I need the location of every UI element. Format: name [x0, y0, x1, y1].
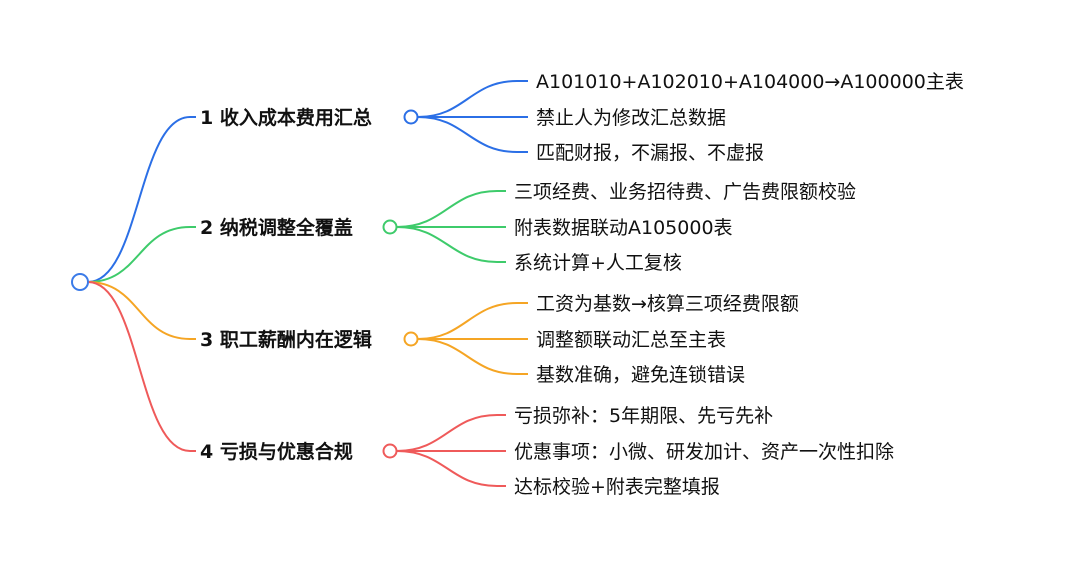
branch-node-4[interactable]	[382, 443, 398, 459]
branch-label-3[interactable]: 3 职工薪酬内在逻辑	[200, 328, 372, 351]
branch-node-3[interactable]	[403, 331, 419, 347]
branch-label-1[interactable]: 1 收入成本费用汇总	[200, 106, 372, 129]
root-connector-3	[87, 281, 196, 340]
branch-2-connector-3	[396, 226, 506, 263]
leaf-1-3[interactable]: 匹配财报，不漏报、不虚报	[536, 142, 764, 164]
branch-node-1[interactable]	[403, 109, 419, 125]
branch-2-connector-1	[396, 190, 506, 228]
branch-1-connector-3	[417, 116, 528, 153]
root-connector-2	[87, 226, 196, 283]
leaf-1-2[interactable]: 禁止人为修改汇总数据	[536, 107, 726, 129]
branch-node-2[interactable]	[382, 219, 398, 235]
branch-4-connector-3	[396, 450, 506, 487]
leaf-4-3[interactable]: 达标校验+附表完整填报	[514, 476, 720, 498]
leaf-3-3[interactable]: 基数准确，避免连锁错误	[536, 364, 745, 386]
branch-1-connector-1	[417, 80, 528, 118]
leaf-2-3[interactable]: 系统计算+人工复核	[514, 252, 682, 274]
branch-3-connector-1	[417, 302, 528, 340]
root-connector-1	[87, 116, 196, 283]
leaf-1-1[interactable]: A101010+A102010+A104000→A100000主表	[536, 71, 964, 93]
branch-4-connector-1	[396, 414, 506, 452]
root-node[interactable]	[71, 273, 89, 291]
leaf-2-2[interactable]: 附表数据联动A105000表	[514, 217, 733, 239]
leaf-3-1[interactable]: 工资为基数→核算三项经费限额	[536, 293, 799, 315]
branch-3-connector-3	[417, 338, 528, 375]
root-connector-4	[87, 281, 196, 452]
branch-label-2[interactable]: 2 纳税调整全覆盖	[200, 216, 353, 239]
leaf-3-2[interactable]: 调整额联动汇总至主表	[536, 329, 726, 351]
leaf-4-1[interactable]: 亏损弥补：5年期限、先亏先补	[514, 405, 773, 427]
leaf-4-2[interactable]: 优惠事项：小微、研发加计、资产一次性扣除	[514, 441, 894, 463]
branch-label-4[interactable]: 4 亏损与优惠合规	[200, 440, 353, 463]
leaf-2-1[interactable]: 三项经费、业务招待费、广告费限额校验	[514, 181, 856, 203]
